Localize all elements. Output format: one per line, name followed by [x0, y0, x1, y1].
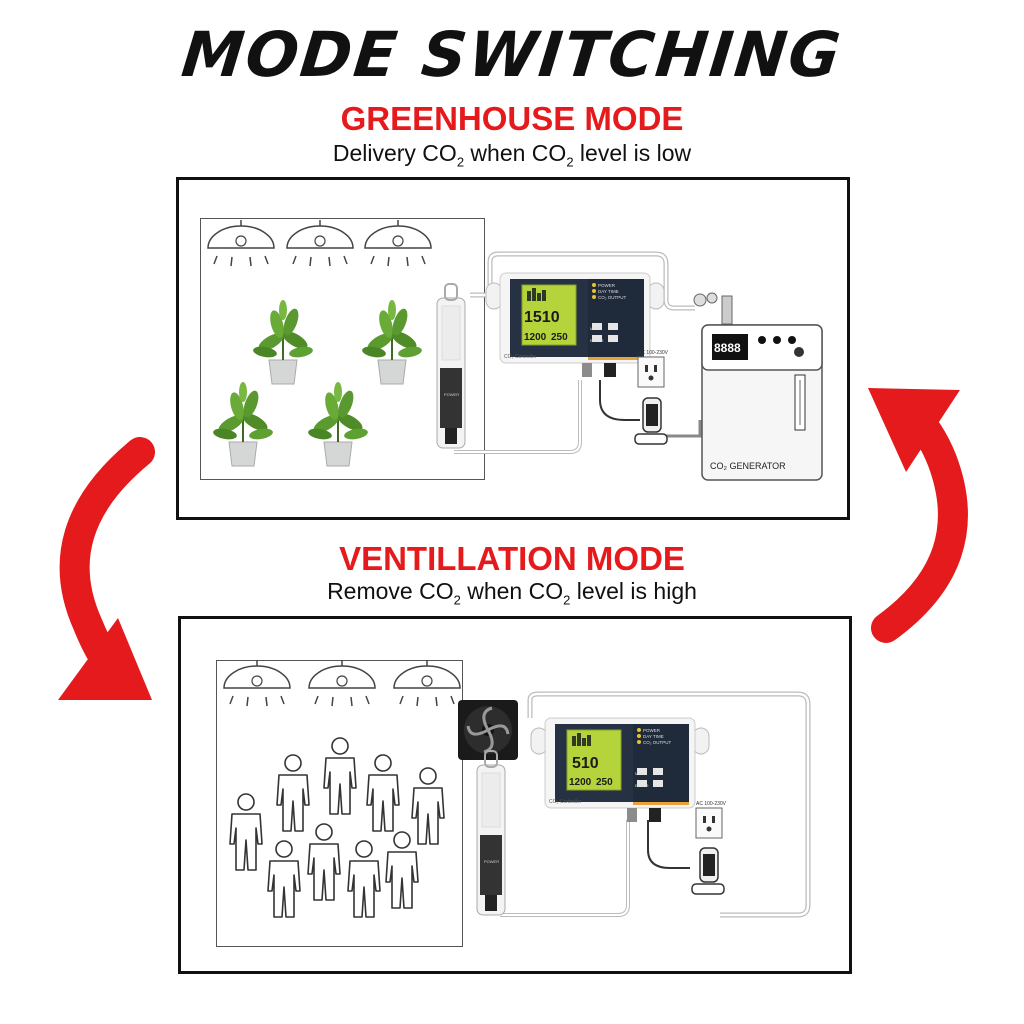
- ventilation-plug: [691, 847, 725, 895]
- greenhouse-outlet-label: AC 100-230V: [638, 350, 669, 356]
- arrow-down-left-icon: [58, 437, 155, 700]
- ventilation-display-low2: 250: [596, 777, 613, 788]
- greenhouse-display-low: 1200: [524, 332, 547, 343]
- greenhouse-status-power: POWER: [598, 283, 616, 288]
- generator-display: 8888: [714, 341, 741, 355]
- greenhouse-outlet: [637, 356, 665, 388]
- ventilation-display-low: 1200: [569, 777, 592, 788]
- greenhouse-sensor: [436, 283, 466, 449]
- ventilation-sensor: [476, 750, 506, 916]
- greenhouse-status-output: CO₂ OUTPUT: [598, 295, 626, 300]
- ventilation-people: [229, 737, 445, 918]
- greenhouse-status-day: DAY TIME: [598, 289, 619, 294]
- ventilation-outlet: [695, 807, 723, 839]
- ventilation-controller-brand: CO₂ Controller: [549, 799, 582, 805]
- ventilation-controller: [530, 717, 710, 823]
- ventilation-outlet-label: AC 100-230V: [696, 801, 727, 807]
- greenhouse-sensor-label: POWER: [444, 392, 459, 397]
- ventilation-sensor-label: POWER: [484, 859, 499, 864]
- ventilation-lamps: [223, 659, 461, 707]
- greenhouse-controller-brand: CO₂ Controller: [504, 354, 537, 360]
- greenhouse-lamps: [207, 219, 432, 267]
- greenhouse-plants: [211, 299, 424, 467]
- greenhouse-controller: [485, 272, 665, 378]
- ventilation-btn-enter: ENTER: [635, 783, 649, 788]
- greenhouse-mode-heading: GREENHOUSE MODE: [340, 100, 684, 137]
- exhaust-fan-icon: [458, 700, 518, 760]
- ventilation-mode-description: Remove CO2 when CO2 level is high: [327, 578, 697, 608]
- greenhouse-btn-menu: MENU: [590, 326, 602, 331]
- greenhouse-mode-description: Delivery CO2 when CO2 level is low: [332, 140, 692, 170]
- ventilation-status-output: CO₂ OUTPUT: [643, 740, 671, 745]
- greenhouse-display-main: 1510: [524, 309, 560, 326]
- ventilation-mode-heading: VENTILLATION MODE: [339, 540, 685, 577]
- arrow-up-right-icon: [868, 388, 968, 643]
- ventilation-btn-menu: MENU: [635, 771, 647, 776]
- co2-generator-label: CO₂ GENERATOR: [710, 461, 786, 471]
- greenhouse-display-low2: 250: [551, 332, 568, 343]
- ventilation-status-day: DAY TIME: [643, 734, 664, 739]
- greenhouse-btn-enter: ENTER: [590, 338, 604, 343]
- ventilation-display-main: 510: [572, 755, 599, 772]
- ventilation-status-power: POWER: [643, 728, 661, 733]
- co2-generator: [693, 292, 823, 481]
